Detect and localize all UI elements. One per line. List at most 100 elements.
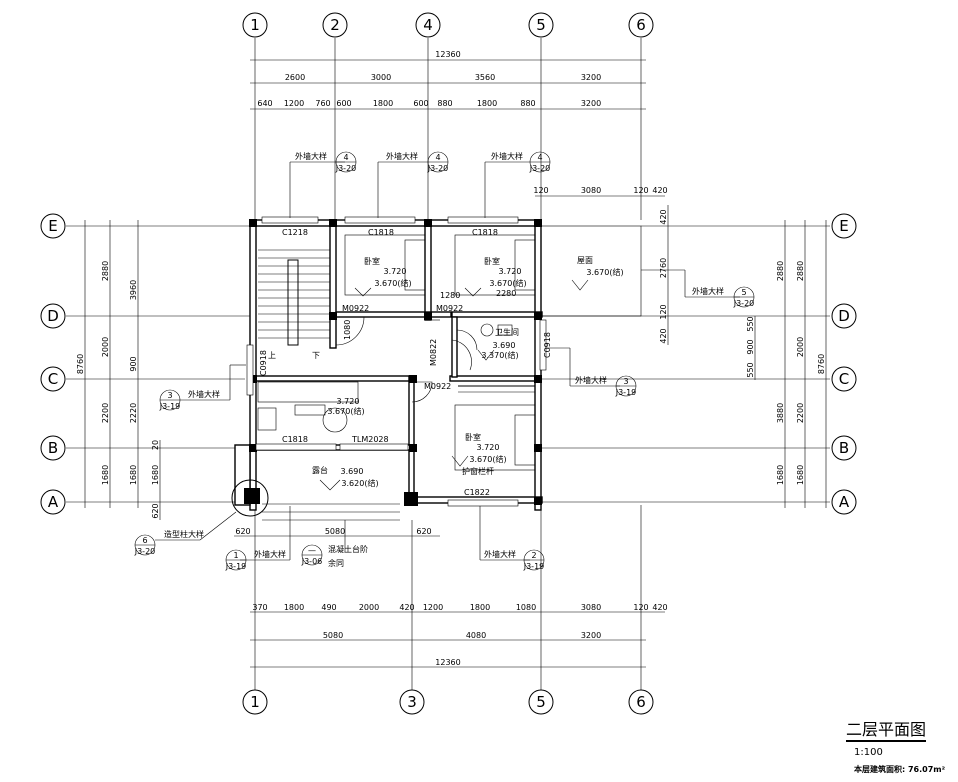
svg-text:1680: 1680 [151,465,160,485]
axis-label: D [47,307,59,325]
svg-text:J3-20: J3-20 [335,164,357,173]
svg-text:8760: 8760 [817,354,826,374]
svg-text:420: 420 [399,603,414,612]
axis-label: B [839,439,849,457]
svg-text:1800: 1800 [470,603,490,612]
svg-text:3.620(结): 3.620(结) [341,478,378,488]
svg-text:外墙大样: 外墙大样 [188,389,220,399]
svg-text:屋面: 屋面 [577,256,593,265]
svg-text:420: 420 [659,209,668,224]
svg-text:3.670(结): 3.670(结) [469,454,506,464]
svg-text:3: 3 [623,377,628,386]
svg-text:5080: 5080 [325,527,345,536]
svg-text:3.670(结): 3.670(结) [374,278,411,288]
svg-text:4: 4 [343,153,348,162]
svg-text:2880: 2880 [776,261,785,281]
axis-bubbles-right: E D C B A [831,213,857,515]
svg-text:2760: 2760 [659,258,668,278]
bedroom-1: 卧室 3.720 3.670(结) [344,234,426,297]
doors [335,316,472,403]
terrace: 露台 3.690 3.620(结) [231,465,400,521]
svg-text:M0922: M0922 [424,382,451,391]
svg-text:3080: 3080 [581,186,601,195]
svg-text:C1818: C1818 [282,435,308,444]
svg-text:420: 420 [652,603,667,612]
axis-label: A [48,493,59,511]
axis-label: 2 [330,16,340,34]
svg-text:600: 600 [413,99,428,108]
bathroom: 卫生间 3.690 3.370(结) [456,323,519,361]
svg-text:1800: 1800 [477,99,497,108]
svg-text:1080: 1080 [343,320,352,340]
axis-label: E [48,217,57,235]
axis-label: 1 [250,16,260,34]
axis-grid [66,38,830,690]
svg-text:J3-19: J3-19 [159,402,181,411]
svg-text:外墙大样: 外墙大样 [386,151,418,161]
svg-text:2000: 2000 [101,337,110,357]
bedroom-3: 卧室 3.720 3.670(结) 护窗栏杆 [451,385,536,476]
svg-text:C1822: C1822 [464,488,490,497]
axis-label: 6 [636,693,646,711]
axis-label: A [839,493,850,511]
drawing-title-text: 二层平面图 [846,720,927,742]
svg-text:1: 1 [233,551,238,560]
svg-text:4080: 4080 [466,631,486,640]
svg-text:余同: 余同 [328,558,344,568]
svg-text:外墙大样: 外墙大样 [254,549,286,559]
svg-text:3.370(结): 3.370(结) [481,350,518,360]
svg-text:8760: 8760 [76,354,85,374]
living-room: 3.720 3.670(结) [257,381,365,433]
axis-label: 5 [536,693,546,711]
svg-text:2000: 2000 [796,337,805,357]
svg-text:卫生间: 卫生间 [495,327,519,337]
svg-text:混凝土台阶: 混凝土台阶 [328,544,368,554]
svg-text:3200: 3200 [581,73,601,82]
svg-text:2880: 2880 [796,261,805,281]
svg-text:J3-20: J3-20 [529,164,551,173]
detail-callouts-side: 外墙大样 5 J3-20 外墙大样 3 J3-19 外墙大样 3 J3-19 造… [134,269,755,556]
svg-text:1200: 1200 [284,99,304,108]
svg-text:1200: 1200 [423,603,443,612]
bedroom-2: 卧室 3.720 3.670(结) [454,234,536,297]
svg-text:护窗栏杆: 护窗栏杆 [462,466,494,476]
svg-text:3.720: 3.720 [384,267,407,276]
svg-text:3560: 3560 [475,73,495,82]
svg-text:120: 120 [533,186,548,195]
svg-text:C0918: C0918 [259,350,268,376]
svg-text:2280: 2280 [496,289,516,298]
svg-text:—: — [308,546,316,555]
axis-label: D [838,307,850,325]
svg-text:1080: 1080 [516,603,536,612]
svg-text:M0922: M0922 [436,304,463,313]
svg-text:3080: 3080 [581,603,601,612]
svg-text:1680: 1680 [796,465,805,485]
drawing-scale: 1:100 [854,747,883,758]
svg-text:2000: 2000 [359,603,379,612]
svg-text:J3-20: J3-20 [427,164,449,173]
svg-text:C0918: C0918 [543,332,552,358]
svg-text:620: 620 [416,527,431,536]
svg-text:600: 600 [336,99,351,108]
svg-text:卧室: 卧室 [364,256,380,266]
svg-text:550: 550 [746,362,755,377]
stair-up-label: 上 [268,351,276,360]
svg-text:3.670(结): 3.670(结) [586,267,623,277]
svg-text:外墙大样: 外墙大样 [575,375,607,385]
stairs: 上 下 [258,249,330,360]
axis-label: 5 [536,16,546,34]
svg-text:5080: 5080 [323,631,343,640]
svg-text:M0922: M0922 [342,304,369,313]
svg-text:1680: 1680 [776,465,785,485]
detail-callouts-top: 外墙大样 4 J3-20 外墙大样 4 J3-20 外墙大样 4 J3-20 [289,151,551,218]
svg-text:3.720: 3.720 [499,267,522,276]
axis-label: 1 [250,693,260,711]
svg-text:外墙大样: 外墙大样 [484,549,516,559]
svg-text:3: 3 [167,391,172,400]
svg-text:3.690: 3.690 [493,341,516,350]
detail-callouts-bottom: 外墙大样 1 J3-19 — J3-06 混凝土台阶 余同 外墙大样 2 J3-… [225,506,545,571]
svg-text:J3-20: J3-20 [733,299,755,308]
axis-label: B [48,439,58,457]
svg-text:卧室: 卧室 [465,432,481,442]
